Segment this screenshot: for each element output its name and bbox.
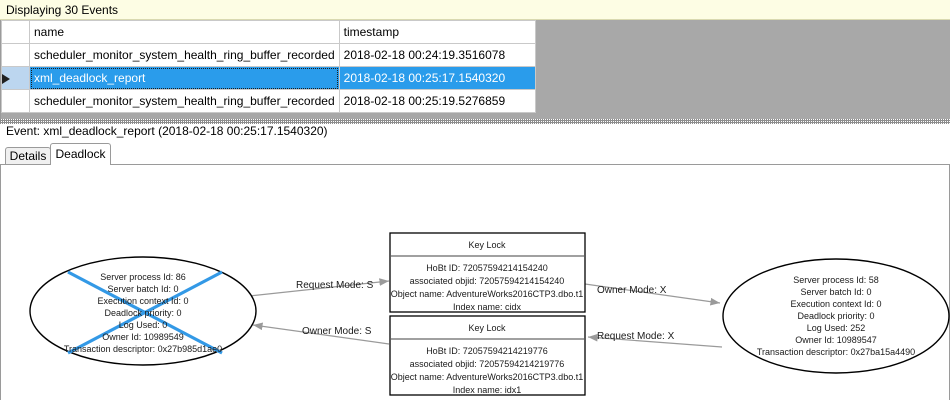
right-process-node[interactable]: Server process Id: 58 Server batch Id: 0…: [722, 258, 950, 374]
row-name-cell[interactable]: scheduler_monitor_system_health_ring_buf…: [29, 89, 340, 113]
bottom-key-lock-line: associated objid: 72057594214219776: [410, 359, 565, 369]
left-process-line: Owner Id: 10989549: [102, 332, 184, 342]
edge-bottom-owner-left: Owner Mode: S: [252, 322, 390, 345]
table-row[interactable]: xml_deadlock_report 2018-02-18 00:25:17.…: [1, 66, 536, 90]
edge-top-owner-right: Owner Mode: X: [584, 283, 721, 306]
edge-label-request-mode-s-top: Request Mode: S: [296, 280, 374, 291]
tab-seam-mask: [51, 163, 110, 166]
top-key-lock-title: Key Lock: [468, 240, 506, 250]
row-timestamp-cell[interactable]: 2018-02-18 00:25:17.1540320: [338, 66, 536, 90]
row-timestamp-cell[interactable]: 2018-02-18 00:25:19.5276859: [338, 89, 536, 113]
right-process-ellipse[interactable]: [722, 258, 950, 374]
edge-label-request-mode-x-bottom: Request Mode: X: [597, 331, 675, 342]
tab-details[interactable]: Details: [5, 147, 51, 165]
column-header-timestamp[interactable]: timestamp: [338, 20, 536, 44]
left-process-line: Deadlock priority: 0: [104, 308, 181, 318]
right-process-line: Owner Id: 10989547: [795, 335, 877, 345]
bottom-key-lock-line: Index name: idx1: [453, 385, 522, 395]
row-selector-cell[interactable]: [1, 89, 30, 113]
edge-label-owner-mode-s-bottom: Owner Mode: S: [302, 326, 372, 337]
top-key-lock-line: associated objid: 72057594214154240: [410, 276, 565, 286]
table-row[interactable]: scheduler_monitor_system_health_ring_buf…: [1, 43, 536, 67]
table-header-row: name timestamp: [1, 20, 536, 44]
left-process-line: Server process Id: 86: [100, 272, 186, 282]
top-key-lock-node[interactable]: Key Lock HoBt ID: 72057594214154240 asso…: [389, 232, 586, 313]
row-selector-cell[interactable]: [1, 66, 30, 90]
top-key-lock-line: HoBt ID: 72057594214154240: [426, 263, 548, 273]
right-process-line: Server batch Id: 0: [800, 287, 871, 297]
left-process-line: Server batch Id: 0: [107, 284, 178, 294]
events-count-label: Displaying 30 Events: [6, 2, 119, 17]
left-process-line: Log Used: 0: [119, 320, 168, 330]
column-header-selector[interactable]: [1, 20, 30, 44]
top-key-lock-line: Index name: cidx: [453, 302, 522, 312]
right-process-line: Server process Id: 58: [793, 275, 879, 285]
edge-right-request-bottom: Request Mode: X: [587, 331, 723, 348]
edge-left-request-top: Request Mode: S: [248, 278, 390, 297]
events-grid[interactable]: name timestamp scheduler_monitor_system_…: [0, 20, 950, 119]
left-process-line: Transaction descriptor: 0x27b985d1ae0: [64, 344, 222, 354]
tab-deadlock[interactable]: Deadlock: [50, 143, 111, 165]
event-caption: Event: xml_deadlock_report (2018-02-18 0…: [6, 124, 328, 138]
bottom-key-lock-title: Key Lock: [468, 323, 506, 333]
bottom-key-lock-node[interactable]: Key Lock HoBt ID: 72057594214219776 asso…: [389, 315, 586, 396]
horizontal-splitter[interactable]: [0, 119, 950, 124]
column-header-name[interactable]: name: [29, 20, 340, 44]
top-key-lock-line: Object name: AdventureWorks2016CTP3.dbo.…: [391, 289, 583, 299]
tab-strip: Details Deadlock: [0, 143, 950, 165]
edge-label-owner-mode-x-top: Owner Mode: X: [597, 285, 667, 296]
row-selector-triangle-icon: [2, 73, 10, 84]
victim-cross-stroke-2: [67, 270, 223, 355]
bottom-key-lock-line: Object name: AdventureWorks2016CTP3.dbo.…: [391, 372, 583, 382]
events-count-banner: Displaying 30 Events: [0, 0, 950, 20]
row-name-cell[interactable]: scheduler_monitor_system_health_ring_buf…: [29, 43, 340, 67]
left-process-node[interactable]: Server process Id: 86 Server batch Id: 0…: [29, 256, 257, 366]
deadlock-graph-canvas[interactable]: top key lock --> Request Mode: S right p…: [0, 164, 950, 400]
bottom-key-lock-line: HoBt ID: 72057594214219776: [426, 346, 548, 356]
right-process-line: Transaction descriptor: 0x27ba15a4490: [757, 347, 915, 357]
bottom-key-lock-box[interactable]: [389, 315, 586, 396]
right-process-line: Deadlock priority: 0: [797, 311, 874, 321]
row-name-cell[interactable]: xml_deadlock_report: [29, 66, 340, 90]
events-table: name timestamp scheduler_monitor_system_…: [1, 20, 536, 113]
right-process-line: Execution context Id: 0: [790, 299, 881, 309]
row-timestamp-cell[interactable]: 2018-02-18 00:24:19.3516078: [338, 43, 536, 67]
table-row[interactable]: scheduler_monitor_system_health_ring_buf…: [1, 89, 536, 113]
top-key-lock-box[interactable]: [389, 232, 586, 313]
right-process-line: Log Used: 252: [807, 323, 866, 333]
left-process-line: Execution context Id: 0: [97, 296, 188, 306]
row-selector-cell[interactable]: [1, 43, 30, 67]
